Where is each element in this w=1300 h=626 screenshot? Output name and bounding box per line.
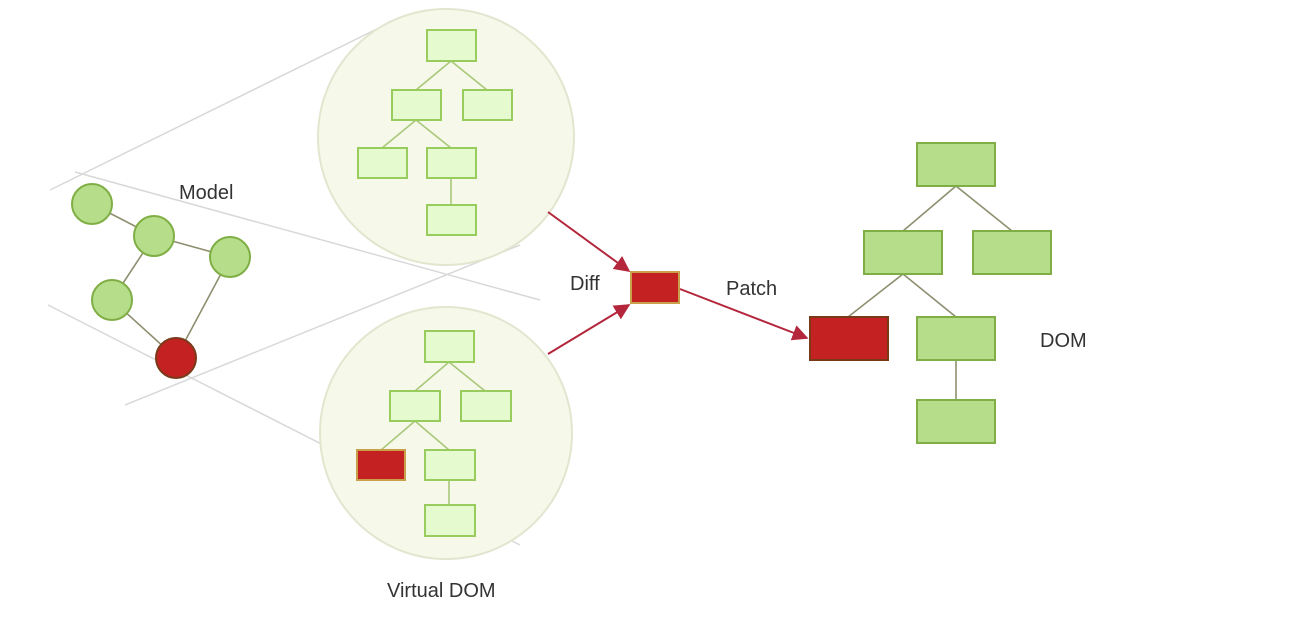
vnode-bottom-left-right: [424, 449, 476, 481]
perspective-guides: [47, 19, 541, 546]
arrow-top-to-diff: [547, 211, 631, 272]
model-graph: [71, 183, 251, 379]
vnode-top-right: [462, 89, 513, 121]
vnode-top-left-left: [357, 147, 408, 179]
label-dom: DOM: [1040, 330, 1087, 352]
vnode-top-root: [426, 29, 477, 62]
dom-tree: [809, 142, 1052, 444]
dom-tree-edges: [847, 185, 1013, 400]
model-node-2: [133, 215, 175, 257]
model-node-3: [209, 236, 251, 278]
vnode-top-left: [391, 89, 442, 121]
dom-node-leaf: [916, 399, 996, 444]
label-virtual-dom: Virtual DOM: [387, 580, 496, 602]
vnode-bottom-leaf: [424, 504, 476, 537]
dom-node-left-right: [916, 316, 996, 361]
vnode-bottom-right: [460, 390, 512, 422]
vnode-bottom-root: [424, 330, 475, 363]
dom-node-patched: [809, 316, 889, 361]
diff-patch-flow: [547, 211, 809, 355]
virtual-dom-bubble-top: [317, 8, 575, 266]
arrow-patch: [679, 288, 809, 341]
model-node-changed: [155, 337, 197, 379]
label-patch: Patch: [726, 278, 777, 300]
virtual-dom-bubble-bottom: [319, 306, 573, 560]
dom-node-right: [972, 230, 1052, 275]
vnode-bottom-changed: [356, 449, 406, 481]
label-diff: Diff: [570, 273, 600, 295]
virtual-tree-top-edges: [381, 60, 488, 205]
label-model: Model: [179, 182, 233, 204]
dom-node-left: [863, 230, 943, 275]
vnode-top-left-right: [426, 147, 477, 179]
diff-box: [630, 271, 680, 304]
virtual-tree-bottom-edges: [380, 361, 486, 505]
model-node-4: [91, 279, 133, 321]
vnode-bottom-left: [389, 390, 441, 422]
arrow-bottom-to-diff: [547, 304, 631, 355]
model-node-1: [71, 183, 113, 225]
dom-node-root: [916, 142, 996, 187]
vnode-top-leaf: [426, 204, 477, 236]
